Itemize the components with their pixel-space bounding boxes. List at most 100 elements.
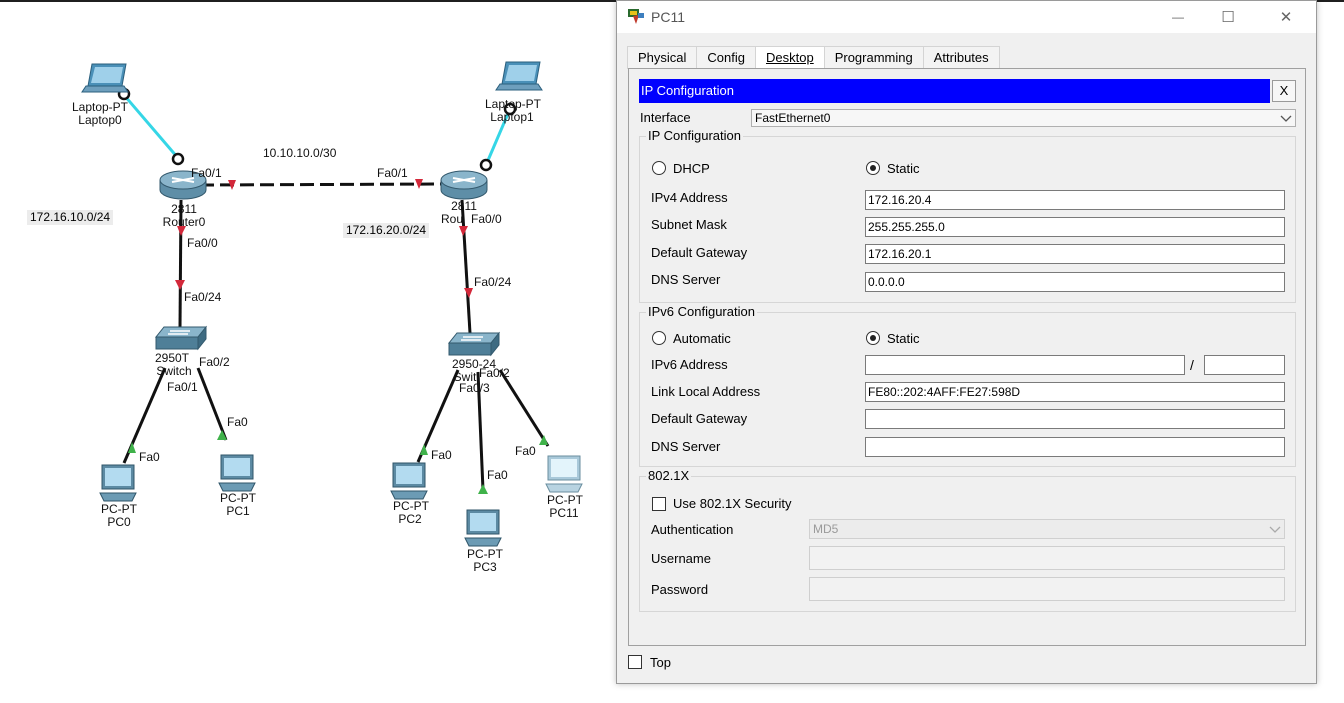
- prefix-separator: /: [1190, 357, 1194, 373]
- authentication-label: Authentication: [651, 522, 734, 537]
- maximize-button[interactable]: ☐: [1205, 1, 1251, 33]
- ipv6-automatic-radio[interactable]: [652, 331, 666, 345]
- ipv6-group-title: IPv6 Configuration: [646, 304, 757, 319]
- port-status-down-icon: [459, 226, 468, 236]
- default-gateway-input[interactable]: 172.16.20.1: [865, 244, 1285, 264]
- ipv6-prefix-input[interactable]: [1204, 355, 1285, 375]
- subnet-mask-input[interactable]: 255.255.255.0: [865, 217, 1285, 237]
- port-status-up-icon: [217, 430, 227, 440]
- dot1x-group-title: 802.1X: [646, 468, 692, 483]
- ipv6-dns-input[interactable]: [865, 437, 1285, 457]
- link-switch1-pc11: [498, 369, 550, 447]
- tab-desktop[interactable]: Desktop: [755, 46, 825, 71]
- device-laptop1-name: Laptop1: [490, 110, 534, 124]
- authentication-select[interactable]: MD5: [809, 519, 1285, 539]
- close-icon: ✕: [1279, 9, 1293, 26]
- device-router0-name: Router0: [162, 215, 206, 229]
- interface-value: FastEthernet0: [755, 111, 831, 125]
- ipv6-static-radio[interactable]: [866, 331, 880, 345]
- device-pc3-name: PC3: [473, 560, 497, 574]
- static-radio[interactable]: [866, 161, 880, 175]
- device-laptop1-model: Laptop-PT: [484, 97, 542, 111]
- network-topology-canvas[interactable]: 10.10.10.0/30 172.16.10.0/24 172.16.20.0…: [0, 0, 620, 703]
- dhcp-label: DHCP: [673, 161, 710, 176]
- password-input[interactable]: [809, 577, 1285, 601]
- username-input[interactable]: [809, 546, 1285, 570]
- tab-programming[interactable]: Programming: [823, 46, 924, 69]
- pc-icon: [218, 454, 256, 492]
- device-pc0-name: PC0: [107, 515, 131, 529]
- ipv4-config-group: [639, 136, 1296, 303]
- link-laptop0-router0: [122, 94, 180, 159]
- panel-close-button[interactable]: X: [1272, 80, 1296, 102]
- port-label: Fa0/1: [167, 380, 198, 394]
- ipv4-address-input[interactable]: 172.16.20.4: [865, 190, 1285, 210]
- ipv4-address-label: IPv4 Address: [651, 190, 728, 205]
- use-dot1x-label: Use 802.1X Security: [673, 496, 792, 511]
- device-router1-name: Rou: [440, 212, 464, 226]
- use-dot1x-checkbox[interactable]: [652, 497, 666, 511]
- static-label: Static: [887, 161, 920, 176]
- tab-config[interactable]: Config: [696, 46, 756, 69]
- maximize-icon: ☐: [1221, 9, 1235, 26]
- port-label: Fa0/3: [459, 381, 490, 395]
- dns-server-input[interactable]: 0.0.0.0: [865, 272, 1285, 292]
- authentication-value: MD5: [813, 522, 839, 536]
- window-titlebar[interactable]: PC11 — ☐ ✕: [617, 1, 1316, 33]
- device-router0-model: 2811: [171, 202, 197, 216]
- tab-attributes[interactable]: Attributes: [922, 46, 1000, 69]
- router-icon: [440, 170, 488, 200]
- port-label: Fa0: [139, 450, 160, 464]
- switch-icon: [154, 325, 208, 351]
- dot1x-group: [639, 476, 1296, 612]
- port-status-down-icon: [464, 288, 473, 298]
- device-pc2-name: PC2: [398, 512, 422, 526]
- device-laptop0-name: Laptop0: [78, 113, 122, 127]
- tab-physical[interactable]: Physical: [627, 46, 698, 69]
- link-local-label: Link Local Address: [651, 384, 761, 399]
- username-label: Username: [651, 551, 711, 566]
- laptop-icon: [495, 61, 543, 91]
- link-local-input[interactable]: FE80::202:4AFF:FE27:598D: [865, 382, 1285, 402]
- network-label-lan1: 172.16.20.0/24: [343, 223, 430, 238]
- port-status-down-icon: [228, 180, 236, 190]
- port-status-dot: [503, 102, 517, 116]
- network-label-wan: 10.10.10.0/30: [263, 146, 337, 160]
- device-pc2-model: PC-PT: [393, 499, 429, 513]
- port-label: Fa0/0: [187, 236, 218, 250]
- ipv6-address-input[interactable]: [865, 355, 1185, 375]
- port-status-dot: [479, 158, 493, 172]
- dhcp-radio[interactable]: [652, 161, 666, 175]
- ipv6-gateway-label: Default Gateway: [651, 411, 748, 426]
- port-label: Fa0/1: [191, 166, 222, 180]
- ipv6-static-label: Static: [887, 331, 920, 346]
- port-label: Fa0/2: [199, 355, 230, 369]
- port-label: Fa0/24: [474, 275, 512, 289]
- device-pc11-model: PC-PT: [547, 493, 583, 507]
- port-status-up-icon: [539, 435, 548, 445]
- pc11-window[interactable]: PC11 — ☐ ✕ Physical Config Desktop Progr…: [616, 0, 1317, 684]
- packet-tracer-app-icon: [628, 9, 644, 24]
- device-laptop0-model: Laptop-PT: [71, 100, 129, 114]
- tab-bar: Physical Config Desktop Programming Attr…: [627, 46, 1000, 71]
- always-on-top-checkbox[interactable]: [628, 655, 642, 669]
- port-status-up-icon: [478, 484, 488, 494]
- link-router0-router1: [199, 182, 445, 187]
- device-pc0-model: PC-PT: [101, 502, 137, 516]
- interface-label: Interface: [640, 110, 691, 125]
- interface-select[interactable]: FastEthernet0: [751, 109, 1296, 127]
- port-status-up-icon: [128, 442, 136, 453]
- pc-icon: [464, 509, 502, 547]
- switch-icon: [447, 331, 501, 357]
- device-pc11-name: PC11: [549, 506, 579, 520]
- close-window-button[interactable]: ✕: [1263, 1, 1309, 33]
- device-switch0-model: 2950T: [154, 351, 190, 365]
- ipv4-group-title: IP Configuration: [646, 128, 743, 143]
- port-status-down-icon: [177, 226, 186, 236]
- minimize-button[interactable]: —: [1155, 1, 1201, 33]
- network-label-lan0: 172.16.10.0/24: [27, 210, 114, 225]
- topology-links: [81, 61, 583, 547]
- minimize-icon: —: [1172, 10, 1184, 24]
- ipv6-gateway-input[interactable]: [865, 409, 1285, 429]
- device-switch0-name: Switch: [156, 364, 192, 378]
